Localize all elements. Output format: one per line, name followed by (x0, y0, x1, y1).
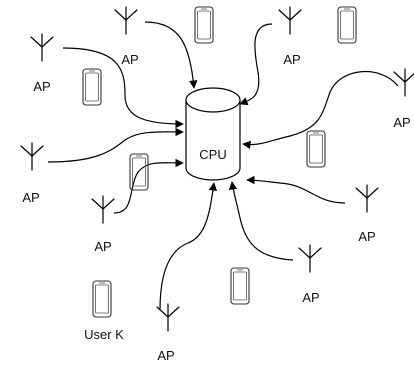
access-point-top-left: AP (30, 33, 54, 94)
antenna-icon (278, 6, 302, 35)
user-k-node: User K (84, 280, 124, 342)
access-point-left-lower: AP (91, 195, 115, 254)
phone-icon (82, 68, 102, 106)
edge-ap-top-right (239, 23, 273, 106)
cylinder-icon (185, 100, 241, 181)
ap-label: AP (157, 348, 174, 363)
edge-ap-top-center (144, 21, 198, 89)
phone-icon (337, 6, 357, 44)
antenna-icon (91, 195, 115, 224)
ap-label: AP (121, 52, 138, 67)
edge-ap-far-right (242, 71, 399, 150)
ap-label: AP (302, 290, 319, 305)
edge-ap-left-lower (113, 158, 184, 214)
access-point-right-middle: AP (355, 184, 379, 244)
ap-label: AP (393, 115, 410, 130)
user-k-label: User K (84, 327, 124, 342)
cpu-label: CPU (199, 147, 226, 162)
antenna-icon (30, 33, 54, 62)
access-point-bottom-right: AP (298, 244, 322, 305)
ap-label: AP (358, 229, 375, 244)
edge-ap-top-left (62, 47, 184, 129)
edge-ap-bottom-right (228, 181, 294, 261)
edges (47, 21, 399, 311)
phone-icon (194, 6, 214, 44)
antenna-icon (355, 184, 379, 213)
ap-label: AP (283, 52, 300, 67)
edge-ap-bottom-center (159, 182, 218, 311)
access-point-left-middle: AP (20, 142, 44, 205)
ap-label: AP (94, 239, 111, 254)
cpu-node: CPU (185, 87, 241, 181)
antenna-icon (114, 6, 138, 35)
phone-icon (129, 153, 149, 191)
access-point-top-right: AP (278, 6, 302, 67)
ap-label: AP (22, 190, 39, 205)
phone-icon (230, 267, 250, 305)
antenna-icon (20, 142, 44, 171)
access-point-top-center: AP (114, 6, 139, 67)
edge-ap-left-middle (47, 127, 184, 163)
phone-icon (306, 130, 326, 168)
ap-label: AP (33, 79, 50, 94)
access-point-far-right: AP (393, 68, 414, 130)
antenna-icon (298, 244, 322, 273)
edge-ap-right-middle (246, 175, 346, 204)
antenna-icon (393, 68, 414, 97)
access-point-bottom-center: AP (156, 303, 180, 363)
phone-icon (92, 280, 112, 318)
